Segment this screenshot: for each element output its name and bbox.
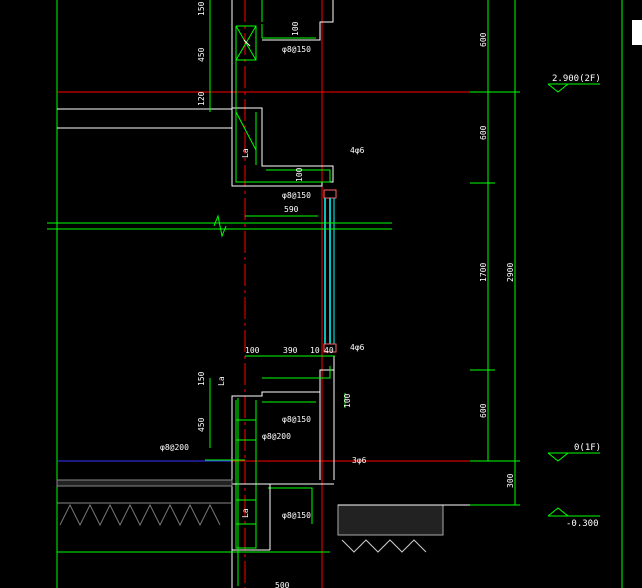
level-text-2f: 2.900(2F) — [552, 74, 601, 84]
level-marker-1f — [547, 452, 570, 462]
level-marker-2f — [547, 83, 570, 93]
la-label-lower: La — [241, 508, 250, 518]
paving-layer — [337, 504, 444, 536]
dim-450-lower: 450 — [197, 417, 206, 432]
dim-100-right: 100 — [343, 393, 352, 408]
dim-390: 390 — [283, 346, 298, 355]
upper-beam-outline — [231, 0, 334, 187]
level-text-ground: -0.300 — [566, 519, 599, 529]
dim-590: 590 — [284, 205, 299, 214]
upper-rebar-hook — [235, 60, 331, 183]
dim-500: 500 — [275, 581, 290, 588]
dim-600-top: 600 — [479, 32, 488, 47]
outside-earth-hatch — [341, 539, 427, 553]
rebar-label-1: φ8@150 — [282, 45, 311, 54]
dim-150-lower: 150 — [197, 371, 206, 386]
dim-10: 10 — [310, 346, 320, 355]
dim-100-mid: 100 — [295, 167, 304, 182]
level-marker-ground — [547, 507, 570, 517]
la-label-mid: La — [217, 376, 226, 386]
dim-300: 300 — [506, 473, 515, 488]
earth-hatch — [59, 503, 221, 527]
dim-1700: 1700 — [479, 263, 488, 282]
dim-100-sill: 100 — [245, 346, 260, 355]
rebar-label-6: φ8@150 — [282, 511, 311, 520]
dim-40: 40 — [324, 346, 334, 355]
rebar-label-7: 4φ6 — [350, 146, 365, 155]
rebar-label-9: 3φ6 — [352, 456, 367, 465]
rebar-label-3: φ8@150 — [282, 415, 311, 424]
window-sill-frame — [323, 343, 337, 353]
dim-150-upper: 150 — [197, 1, 206, 16]
dim-600-lower: 600 — [479, 403, 488, 418]
dim-120: 120 — [197, 91, 206, 106]
rebar-label-2: φ8@150 — [282, 191, 311, 200]
dim-600-second: 600 — [479, 125, 488, 140]
dim-450-upper: 450 — [197, 47, 206, 62]
upper-lintel-outline — [262, 0, 334, 41]
la-label-upper: La — [241, 148, 250, 158]
cropped-mark — [632, 20, 642, 45]
rebar-label-5: φ8@200 — [262, 432, 291, 441]
level-text-1f: 0(1F) — [574, 443, 601, 453]
rebar-label-8: 4φ6 — [350, 343, 365, 352]
lower-sill-outline — [231, 355, 335, 588]
lower-rebar-cage — [235, 400, 257, 549]
gravel-layer — [56, 479, 233, 487]
dim-100-upper: 100 — [291, 21, 300, 36]
rebar-label-4: φ8@200 — [160, 443, 189, 452]
dim-2900: 2900 — [506, 263, 515, 282]
window-head-frame — [323, 189, 337, 199]
